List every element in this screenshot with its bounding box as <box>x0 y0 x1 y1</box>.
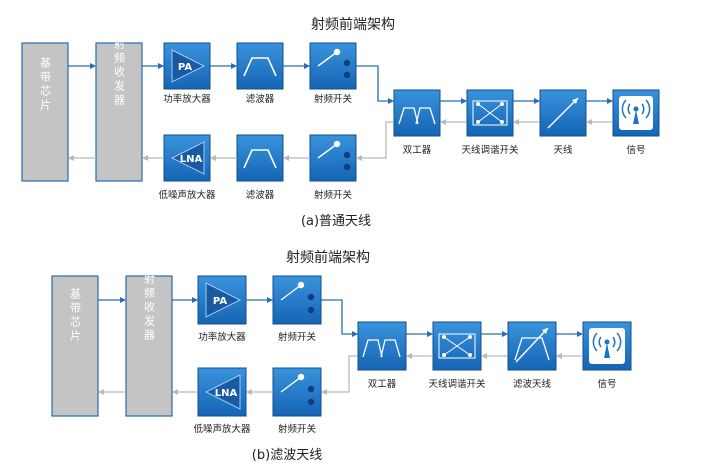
a-signal-label: 信号 <box>626 144 645 156</box>
b-transceiver-label: 射频收发器 <box>143 272 156 343</box>
a-switch-tx-block <box>309 42 357 90</box>
a-transceiver: 射频收发器 <box>95 37 143 182</box>
b-signal-label: 信号 <box>597 378 616 390</box>
b-switch-rx-label: 射频开关 <box>278 423 317 435</box>
a-pa-block: PA <box>163 42 211 90</box>
b-switch-rx-block <box>272 367 322 417</box>
a-filter-tx-block <box>236 42 284 90</box>
b-transceiver: 射频收发器 <box>125 272 173 417</box>
b-filter-antenna-block <box>507 321 557 371</box>
diagram-a-title: 射频前端架构 <box>311 16 395 33</box>
a-lna-block: LNA <box>163 134 211 182</box>
a-filter-rx-label: 滤波器 <box>246 189 275 201</box>
b-lna-text: LNA <box>215 388 238 399</box>
a-duplexer-label: 双工器 <box>403 145 432 156</box>
b-tx-arrows <box>98 297 583 337</box>
b-tuner-label: 天线调谐开关 <box>428 378 486 390</box>
a-pa-label: 功率放大器 <box>163 93 211 105</box>
b-tuner-block <box>432 321 482 371</box>
a-switch-rx-label: 射频开关 <box>314 189 353 201</box>
b-pa-block: PA <box>197 275 247 325</box>
a-duplexer-block <box>393 89 441 137</box>
diagram-b: 射频前端架构 基带芯片 射频收发器 PA 功率放大器 射频开关 <box>51 249 632 463</box>
b-filter-antenna-label: 滤波天线 <box>513 378 552 390</box>
b-duplexer-block <box>357 321 407 371</box>
a-transceiver-label: 射频收发器 <box>113 37 126 108</box>
diagram-b-title: 射频前端架构 <box>286 249 370 266</box>
a-pa-text: PA <box>178 62 192 73</box>
b-switch-tx-block <box>272 275 322 325</box>
a-filter-rx-block <box>236 134 284 182</box>
a-filter-tx-label: 滤波器 <box>246 93 275 105</box>
b-signal-block <box>582 321 632 371</box>
a-antenna-label: 天线 <box>553 144 573 156</box>
a-tuner-label: 天线调谐开关 <box>461 144 519 156</box>
a-antenna-block <box>539 89 587 137</box>
a-baseband-chip: 基带芯片 <box>21 42 69 182</box>
b-duplexer-label: 双工器 <box>368 379 397 390</box>
b-lna-label: 低噪声放大器 <box>193 423 251 435</box>
a-lna-label: 低噪声放大器 <box>158 189 216 201</box>
diagram-a-caption: (a)普通天线 <box>301 214 371 229</box>
a-switch-tx-label: 射频开关 <box>314 93 353 105</box>
diagram-b-caption: (b)滤波天线 <box>252 448 322 463</box>
a-switch-rx-block <box>309 134 357 182</box>
b-baseband-label: 基带芯片 <box>69 288 82 344</box>
b-switch-tx-label: 射频开关 <box>278 331 317 343</box>
a-tx-arrows <box>68 63 613 104</box>
b-pa-text: PA <box>213 296 227 307</box>
b-rx-arrows <box>98 353 582 395</box>
b-baseband-chip: 基带芯片 <box>51 275 99 417</box>
b-lna-block: LNA <box>197 367 247 417</box>
diagram-a: 射频前端架构 基带芯片 射频收发器 PA 功率放大器 滤波器 <box>21 16 660 229</box>
b-pa-label: 功率放大器 <box>198 331 246 343</box>
a-rx-arrows <box>68 119 612 161</box>
a-signal-block <box>612 89 660 137</box>
a-lna-text: LNA <box>180 154 203 165</box>
a-baseband-label: 基带芯片 <box>39 57 52 113</box>
a-tuner-block <box>466 89 514 137</box>
